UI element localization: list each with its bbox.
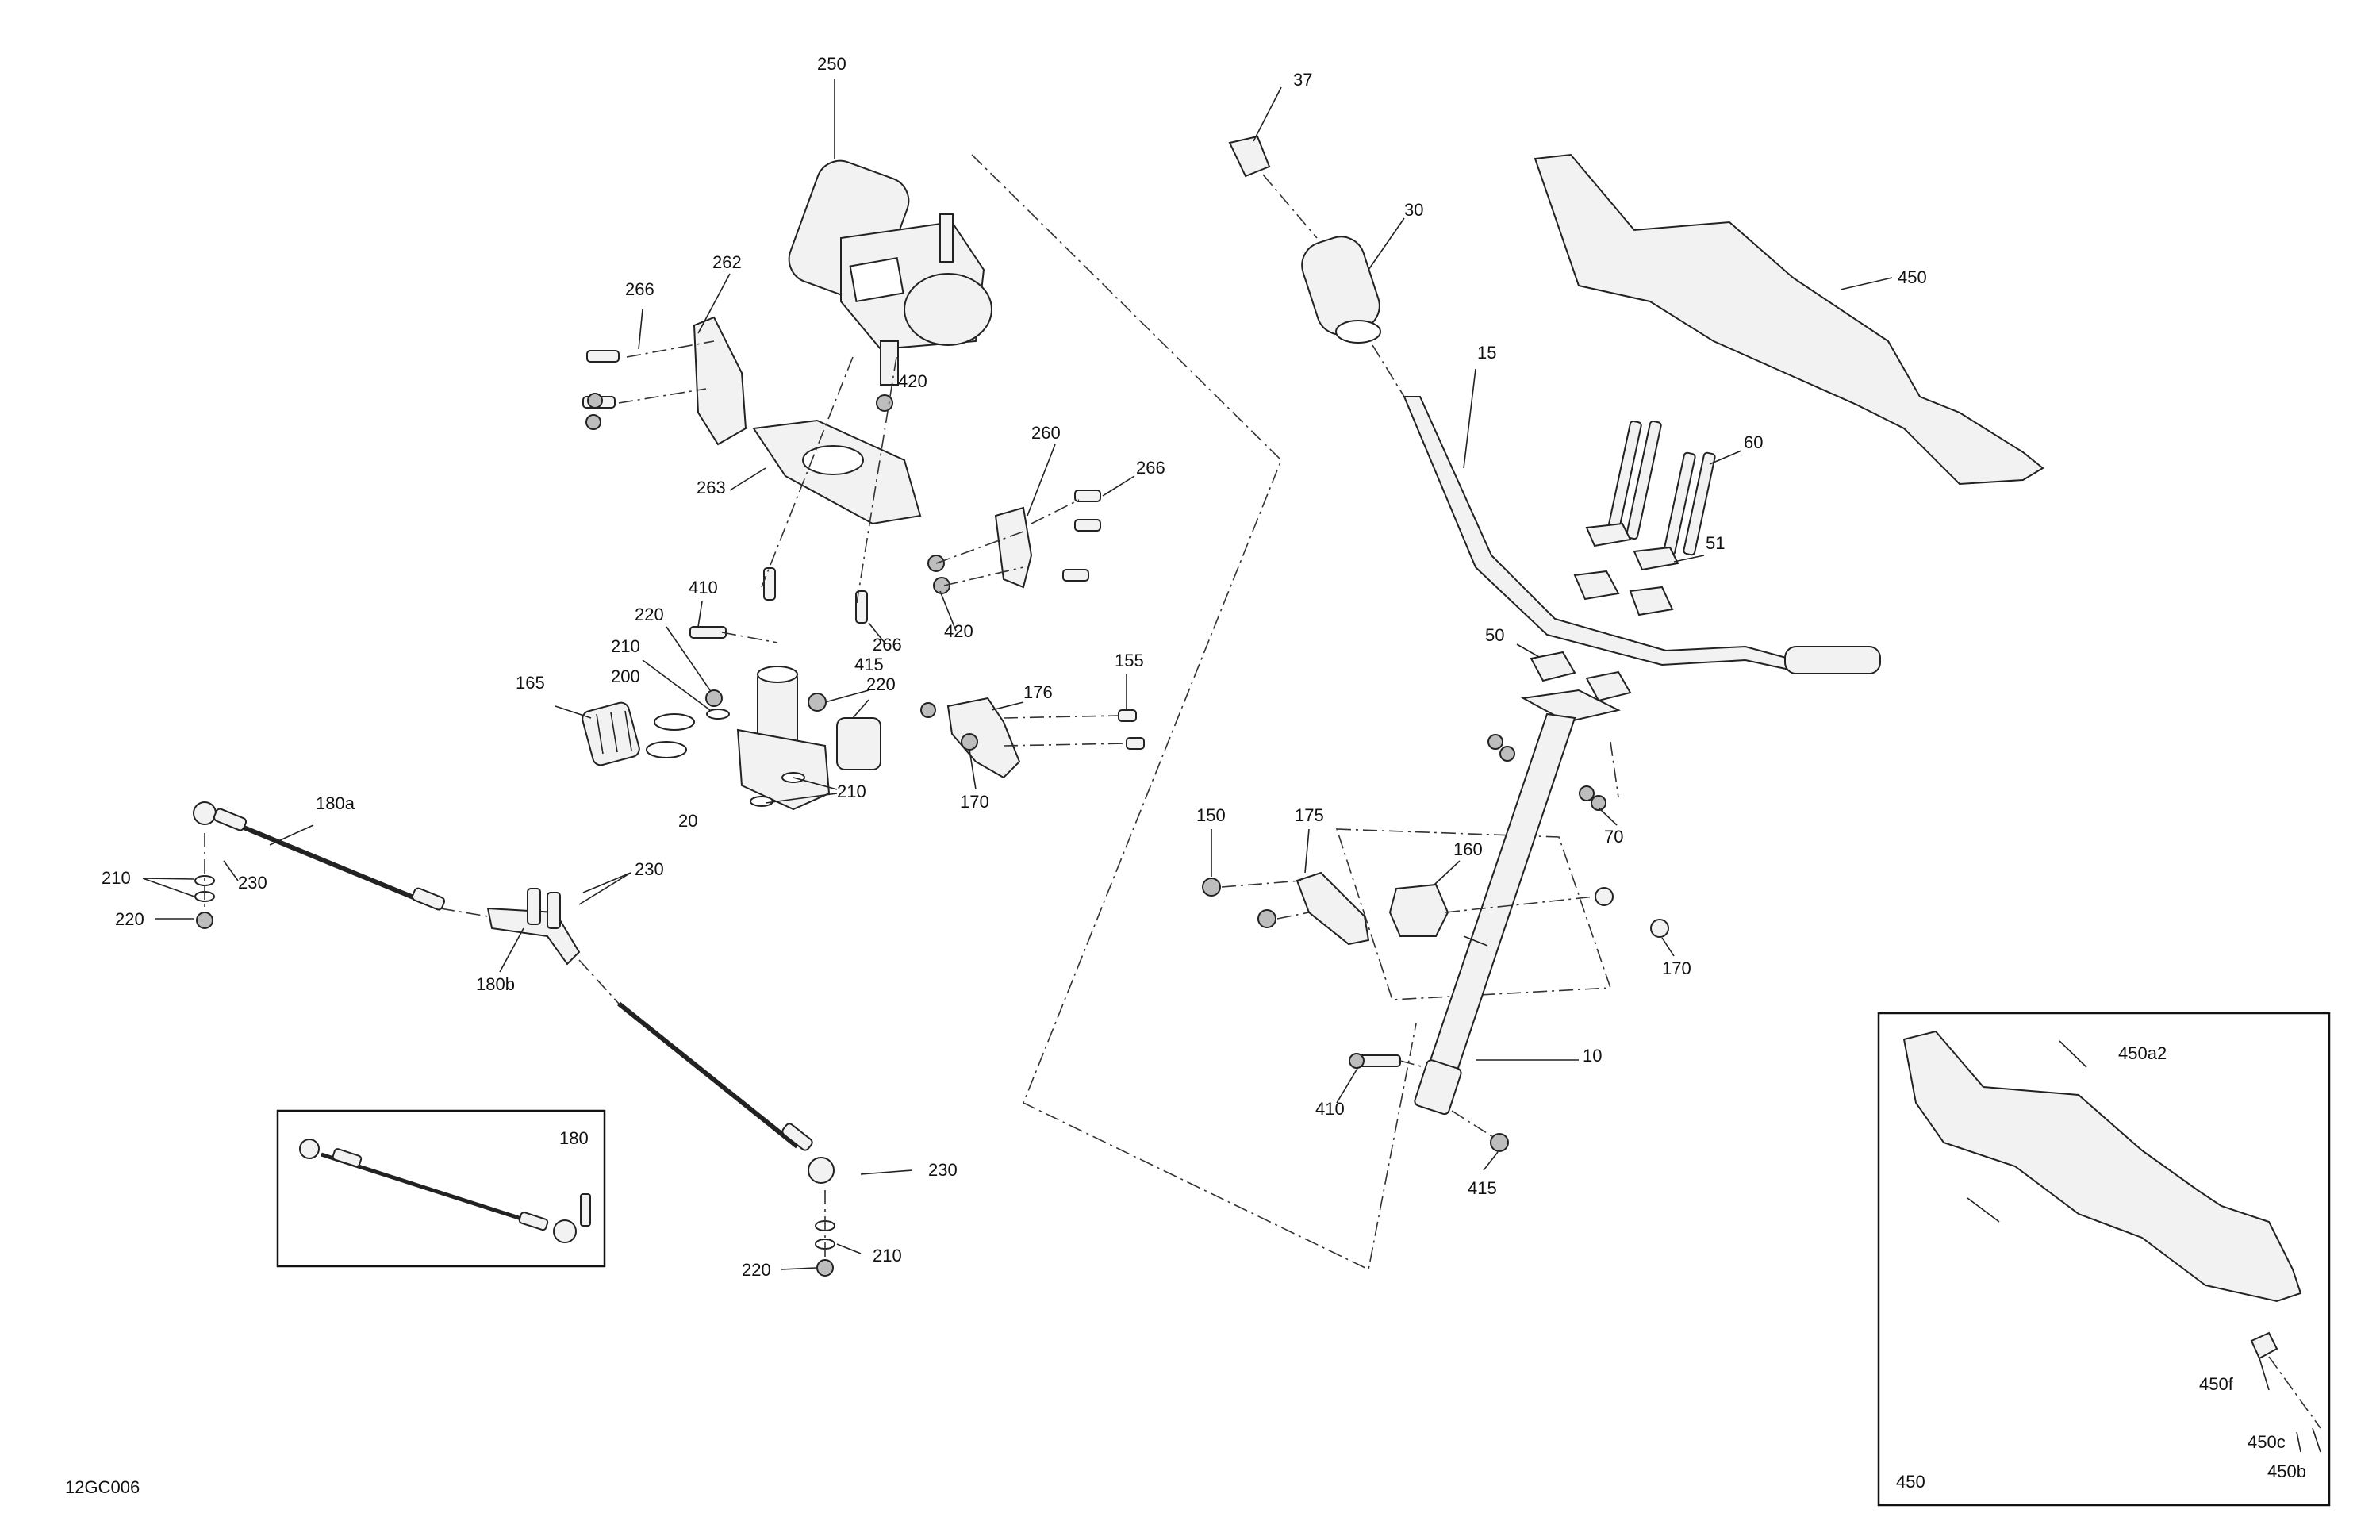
clamp-175 <box>1296 871 1370 946</box>
inset-box-450 <box>1877 1012 2331 1507</box>
steering-arm-20 <box>736 666 831 811</box>
callout-220-a: 220 <box>635 605 664 624</box>
callout-150: 150 <box>1196 805 1226 825</box>
callout-210-b: 210 <box>837 782 866 801</box>
bracket-176 <box>946 697 1021 779</box>
callout-200: 200 <box>611 666 640 686</box>
bearing-165 <box>582 701 640 766</box>
callout-180: 180 <box>559 1128 589 1148</box>
dash-boundary-main <box>971 154 1417 1271</box>
callout-266-c: 266 <box>873 635 902 655</box>
callout-37: 37 <box>1293 70 1312 90</box>
bracket-260 <box>994 506 1033 589</box>
callout-176: 176 <box>1023 682 1053 702</box>
power-steering-unit <box>788 159 992 386</box>
callout-180b: 180b <box>476 974 515 994</box>
callout-420-a: 420 <box>898 371 927 391</box>
callout-415-b: 415 <box>1468 1178 1497 1198</box>
callout-230-b: 230 <box>635 859 664 879</box>
callout-266-a: 266 <box>625 279 654 299</box>
callout-210-d: 210 <box>873 1246 902 1265</box>
grip-30 <box>1301 236 1381 344</box>
bracket-262 <box>693 316 747 446</box>
bolts-60 <box>1606 420 1716 556</box>
callout-175: 175 <box>1295 805 1324 825</box>
callout-260: 260 <box>1031 423 1061 443</box>
callout-230-a: 230 <box>238 873 267 893</box>
o-ring-200a <box>654 713 695 731</box>
handguard-assembly-450 <box>1902 1030 2302 1303</box>
callout-15: 15 <box>1477 343 1496 363</box>
drawing-id: 12GC006 <box>65 1477 140 1497</box>
bearing-220 <box>836 717 881 770</box>
callout-410-a: 410 <box>689 578 718 597</box>
callout-30: 30 <box>1404 200 1423 220</box>
callout-250: 250 <box>817 54 846 74</box>
callout-20: 20 <box>678 811 697 831</box>
callout-165: 165 <box>516 673 545 693</box>
callout-70: 70 <box>1604 827 1623 847</box>
callout-450b: 450b <box>2267 1461 2306 1481</box>
callout-263: 263 <box>697 478 726 497</box>
callout-170-b: 170 <box>1662 958 1691 978</box>
callout-60: 60 <box>1744 432 1763 452</box>
callout-210-a: 210 <box>611 636 640 656</box>
tie-rod-180a <box>193 801 446 911</box>
handguard-450 <box>1534 153 2044 486</box>
bushing-160 <box>1388 883 1449 937</box>
callout-230-c: 230 <box>928 1160 958 1180</box>
leader-lines <box>142 273 2270 1391</box>
callout-450-box: 450 <box>1896 1472 1925 1492</box>
callout-labels: 250 37 30 450 15 266 262 420 260 266 263… <box>65 54 2306 1497</box>
callout-420-b: 420 <box>944 621 973 641</box>
callout-450c: 450c <box>2248 1432 2286 1452</box>
o-ring-200b <box>646 741 687 758</box>
callout-220-d: 220 <box>742 1260 771 1280</box>
callout-170-a: 170 <box>960 792 989 812</box>
callout-155: 155 <box>1115 651 1144 670</box>
callout-210-c: 210 <box>102 868 131 888</box>
callout-410-b: 410 <box>1315 1099 1345 1119</box>
callout-10: 10 <box>1583 1046 1602 1066</box>
callout-450f: 450f <box>2199 1374 2234 1394</box>
dash-boundary-small <box>1335 828 1612 1000</box>
callout-180a: 180a <box>316 793 355 813</box>
callout-160: 160 <box>1453 839 1483 859</box>
callout-51: 51 <box>1706 533 1725 553</box>
tie-rod-assembly-180 <box>299 1139 591 1243</box>
callout-220-c: 220 <box>115 909 144 929</box>
callout-266-b: 266 <box>1136 458 1165 478</box>
tie-rod-180b <box>486 888 835 1184</box>
bolt-410 <box>689 626 727 639</box>
callout-262: 262 <box>712 252 742 272</box>
inset-box-180 <box>276 1109 606 1268</box>
bar-end-37 <box>1228 135 1271 178</box>
right-grip <box>1784 646 1881 674</box>
callout-450a2: 450a2 <box>2118 1043 2167 1063</box>
bolts-upper-left <box>582 350 1101 624</box>
callout-450: 450 <box>1898 267 1927 287</box>
callout-50: 50 <box>1485 625 1504 645</box>
callout-415-a: 415 <box>854 655 884 674</box>
callout-220-b: 220 <box>866 674 896 694</box>
